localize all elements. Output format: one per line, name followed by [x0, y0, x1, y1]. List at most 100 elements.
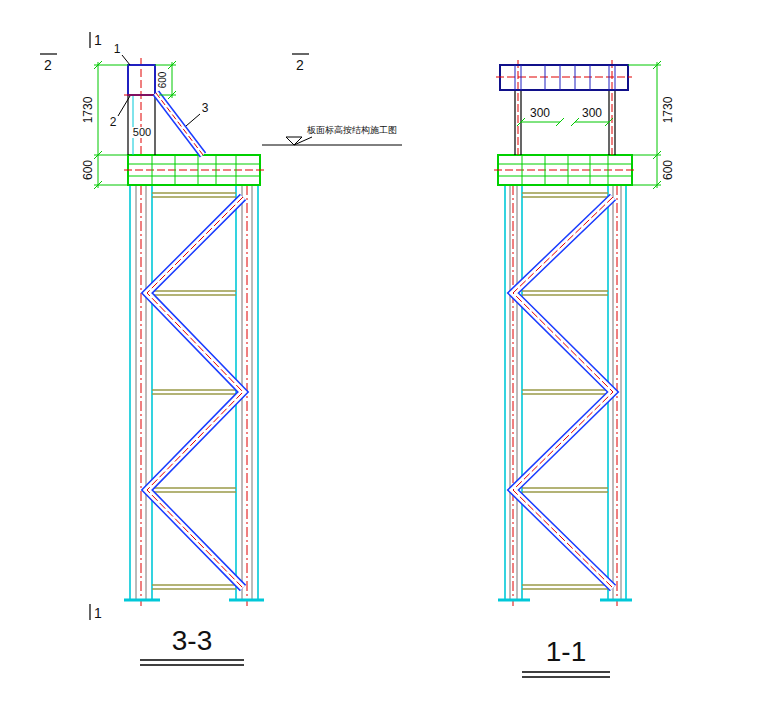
dimension-lines	[605, 118, 613, 126]
dimension-text: 600	[82, 160, 94, 180]
leader-lines	[118, 96, 130, 116]
tower-columns	[600, 599, 632, 602]
leader-lines	[186, 114, 200, 126]
upper-frame	[590, 65, 591, 90]
tower-beams	[522, 196, 608, 197]
cap-beam	[128, 176, 260, 177]
upper-frame	[545, 65, 546, 90]
upper-frame	[515, 65, 516, 90]
view-title: 3-3	[172, 627, 212, 655]
dimension-lines	[517, 118, 525, 126]
dimension-lines	[98, 62, 99, 188]
cap-beam	[494, 170, 636, 171]
tower-columns	[257, 185, 259, 600]
upper-frame	[496, 60, 632, 155]
cap-beam	[216, 155, 217, 185]
section-marks	[89, 604, 90, 620]
callout-number: 1	[114, 43, 121, 55]
dimension-text: 600	[158, 72, 168, 89]
level-symbol	[262, 137, 402, 145]
tower-columns	[229, 599, 264, 602]
dimension-lines	[575, 122, 609, 123]
tower-columns	[510, 185, 511, 600]
diagonal-strut	[156, 93, 203, 155]
upper-post	[141, 58, 142, 155]
dimension-lines	[571, 118, 579, 126]
dimension-lines	[653, 181, 661, 189]
upper-frame	[614, 90, 615, 155]
dimension-text: 600	[662, 160, 674, 180]
level-symbol	[294, 137, 312, 145]
tower-columns	[124, 599, 160, 602]
upper-frame	[575, 65, 576, 90]
dimension-lines	[94, 61, 102, 69]
upper-frame	[518, 60, 519, 155]
title-underline	[522, 672, 610, 677]
diagonal-strut	[156, 93, 203, 155]
cap-beam	[498, 176, 632, 177]
view-title: 1-1	[546, 638, 586, 666]
dimension-lines	[521, 122, 560, 123]
tower-columns	[124, 185, 264, 606]
tower-beams	[152, 290, 236, 291]
title-underline	[522, 676, 610, 678]
dimension-lines	[94, 185, 128, 186]
cap-beam	[568, 155, 569, 185]
tower-beams	[522, 192, 608, 193]
upper-post	[127, 95, 128, 155]
cap-beam	[124, 155, 264, 185]
diagonal-strut	[156, 93, 203, 155]
tower-columns	[521, 185, 523, 600]
dimension-text: 300	[582, 107, 602, 119]
dimension-lines	[172, 62, 173, 98]
tower-columns	[498, 599, 530, 602]
tower-columns	[129, 185, 131, 600]
tower-columns	[247, 185, 248, 606]
upper-frame	[609, 65, 610, 90]
callout-number: 2	[110, 116, 117, 128]
tower-beams	[522, 491, 608, 492]
cap-beam	[545, 155, 546, 185]
callout-number: 3	[202, 102, 209, 114]
cap-beam	[124, 170, 264, 171]
cap-beam	[175, 155, 176, 185]
tower-beams	[522, 487, 608, 488]
tower-columns	[498, 185, 632, 606]
cap-beam	[590, 155, 591, 185]
dimension-lines	[94, 181, 102, 189]
leader-lines	[122, 55, 130, 65]
section-marks	[40, 32, 309, 620]
dimension-lines	[94, 155, 128, 156]
cap-beam	[522, 155, 523, 185]
cap-beam	[498, 164, 632, 165]
dimension-text: 300	[530, 107, 550, 119]
tower-columns	[151, 185, 153, 600]
tower-braces	[147, 197, 243, 588]
tower-beams	[152, 584, 236, 585]
cap-beam	[236, 155, 237, 185]
upper-frame	[612, 60, 613, 155]
tower-columns	[141, 185, 142, 606]
dimension-lines	[94, 65, 128, 66]
tower-columns	[513, 185, 514, 606]
upper-frame	[496, 77, 632, 78]
tower-braces	[147, 197, 243, 588]
tower-beams	[152, 196, 236, 197]
tower-beams	[152, 192, 236, 193]
tower-braces	[513, 197, 613, 588]
section-mark: 1	[94, 33, 102, 47]
tower-braces	[513, 197, 613, 588]
tower-beams	[522, 584, 608, 585]
tower-braces	[513, 197, 613, 588]
tower-columns	[252, 185, 253, 600]
dimension-lines	[168, 91, 176, 99]
tower-beams	[522, 389, 608, 390]
tower-columns	[617, 185, 618, 606]
section-mark: 2	[44, 58, 52, 72]
tower-beams	[522, 193, 608, 589]
section-marks	[292, 53, 309, 54]
title-underline	[140, 659, 244, 661]
tower-beams	[522, 294, 608, 295]
